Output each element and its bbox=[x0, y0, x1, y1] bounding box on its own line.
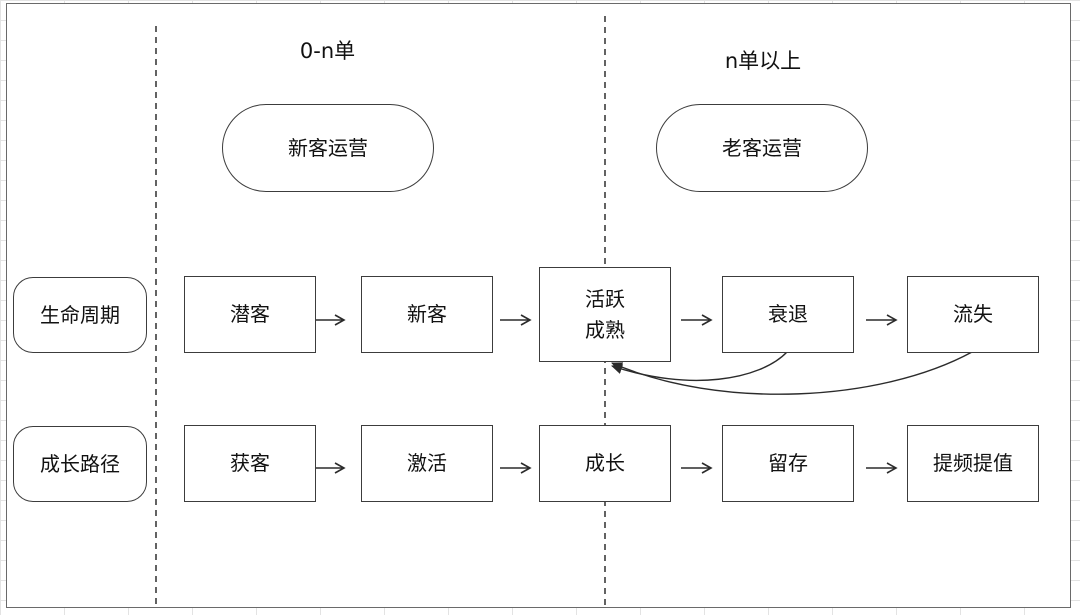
lifecycle-step-active-label: 活跃 bbox=[585, 286, 625, 311]
row-label-growth-path: 成长路径 bbox=[13, 426, 147, 502]
lifecycle-step-prospect: 潜客 bbox=[184, 276, 316, 353]
lifecycle-step-churn: 流失 bbox=[907, 276, 1039, 353]
lifecycle-step-active-mature: 活跃 成熟 bbox=[539, 267, 671, 362]
lifecycle-step-mature-label: 成熟 bbox=[585, 317, 625, 342]
growth-step-acquisition: 获客 bbox=[184, 425, 316, 502]
diagram-frame bbox=[6, 3, 1071, 608]
growth-step-growth: 成长 bbox=[539, 425, 671, 502]
phase-new-customer-ops: 新客运营 bbox=[222, 104, 434, 192]
column-header-left: 0-n单 bbox=[299, 39, 356, 63]
phase-old-customer-ops: 老客运营 bbox=[656, 104, 868, 192]
column-header-right: n单以上 bbox=[724, 49, 802, 73]
lifecycle-step-new-customer: 新客 bbox=[361, 276, 493, 353]
growth-step-activation: 激活 bbox=[361, 425, 493, 502]
growth-step-frequency-value: 提频提值 bbox=[907, 425, 1039, 502]
lifecycle-step-decline: 衰退 bbox=[722, 276, 854, 353]
growth-step-retention: 留存 bbox=[722, 425, 854, 502]
row-label-lifecycle: 生命周期 bbox=[13, 277, 147, 353]
